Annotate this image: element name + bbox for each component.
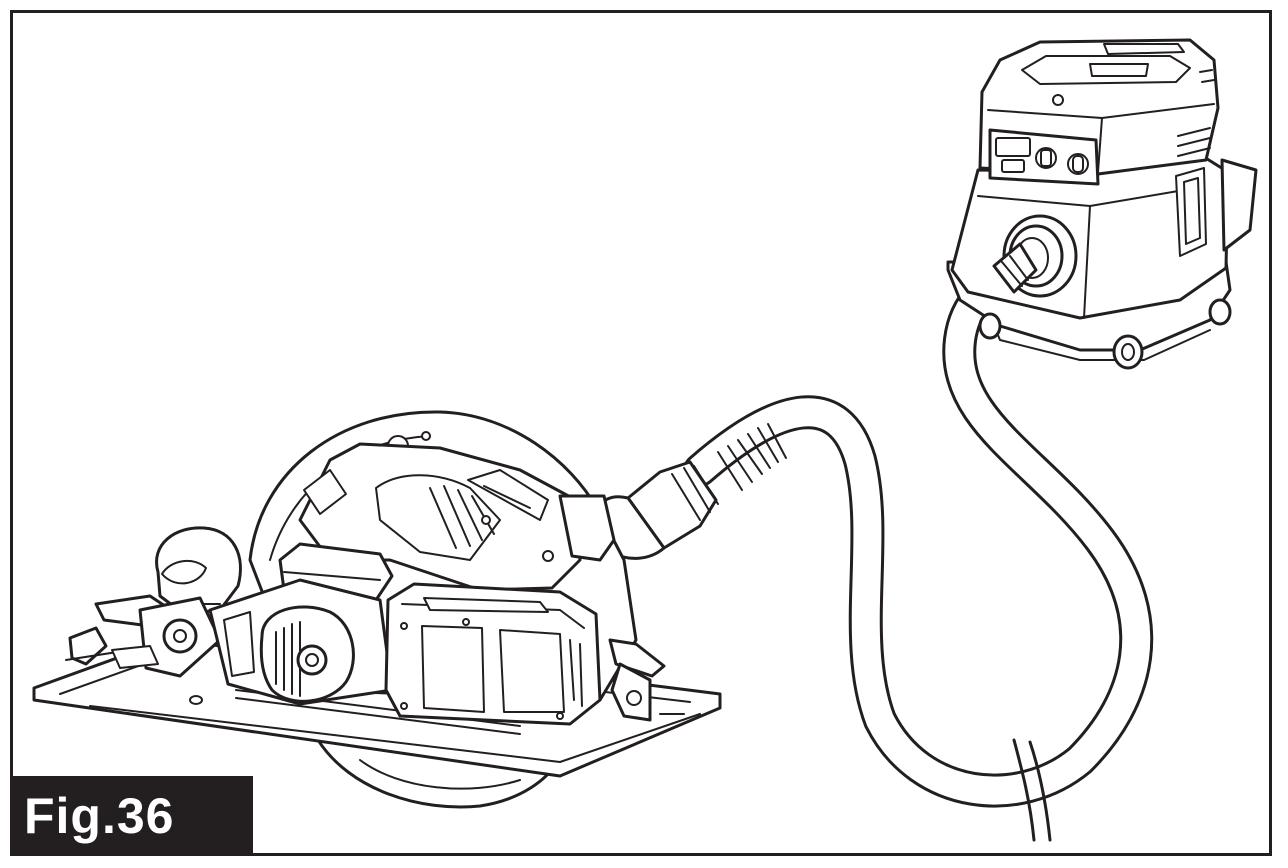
dust-extractor bbox=[946, 38, 1258, 370]
wheel bbox=[1208, 298, 1232, 326]
wheel bbox=[978, 312, 1002, 340]
control-panel bbox=[988, 128, 1100, 186]
display-icon bbox=[995, 137, 1031, 157]
figure-label: Fig.36 bbox=[10, 776, 253, 856]
front-knob bbox=[155, 526, 242, 616]
power-icon bbox=[1052, 94, 1064, 106]
vacuum-hose bbox=[597, 253, 1154, 842]
depth-lever bbox=[608, 638, 666, 722]
power-cord bbox=[1012, 738, 1036, 842]
battery-lower bbox=[384, 582, 602, 726]
saw-dust-port bbox=[558, 494, 616, 562]
hose-corrugation bbox=[717, 423, 787, 491]
circular-saw bbox=[32, 410, 722, 809]
motor-block bbox=[208, 578, 394, 706]
bevel-bracket bbox=[65, 594, 222, 678]
